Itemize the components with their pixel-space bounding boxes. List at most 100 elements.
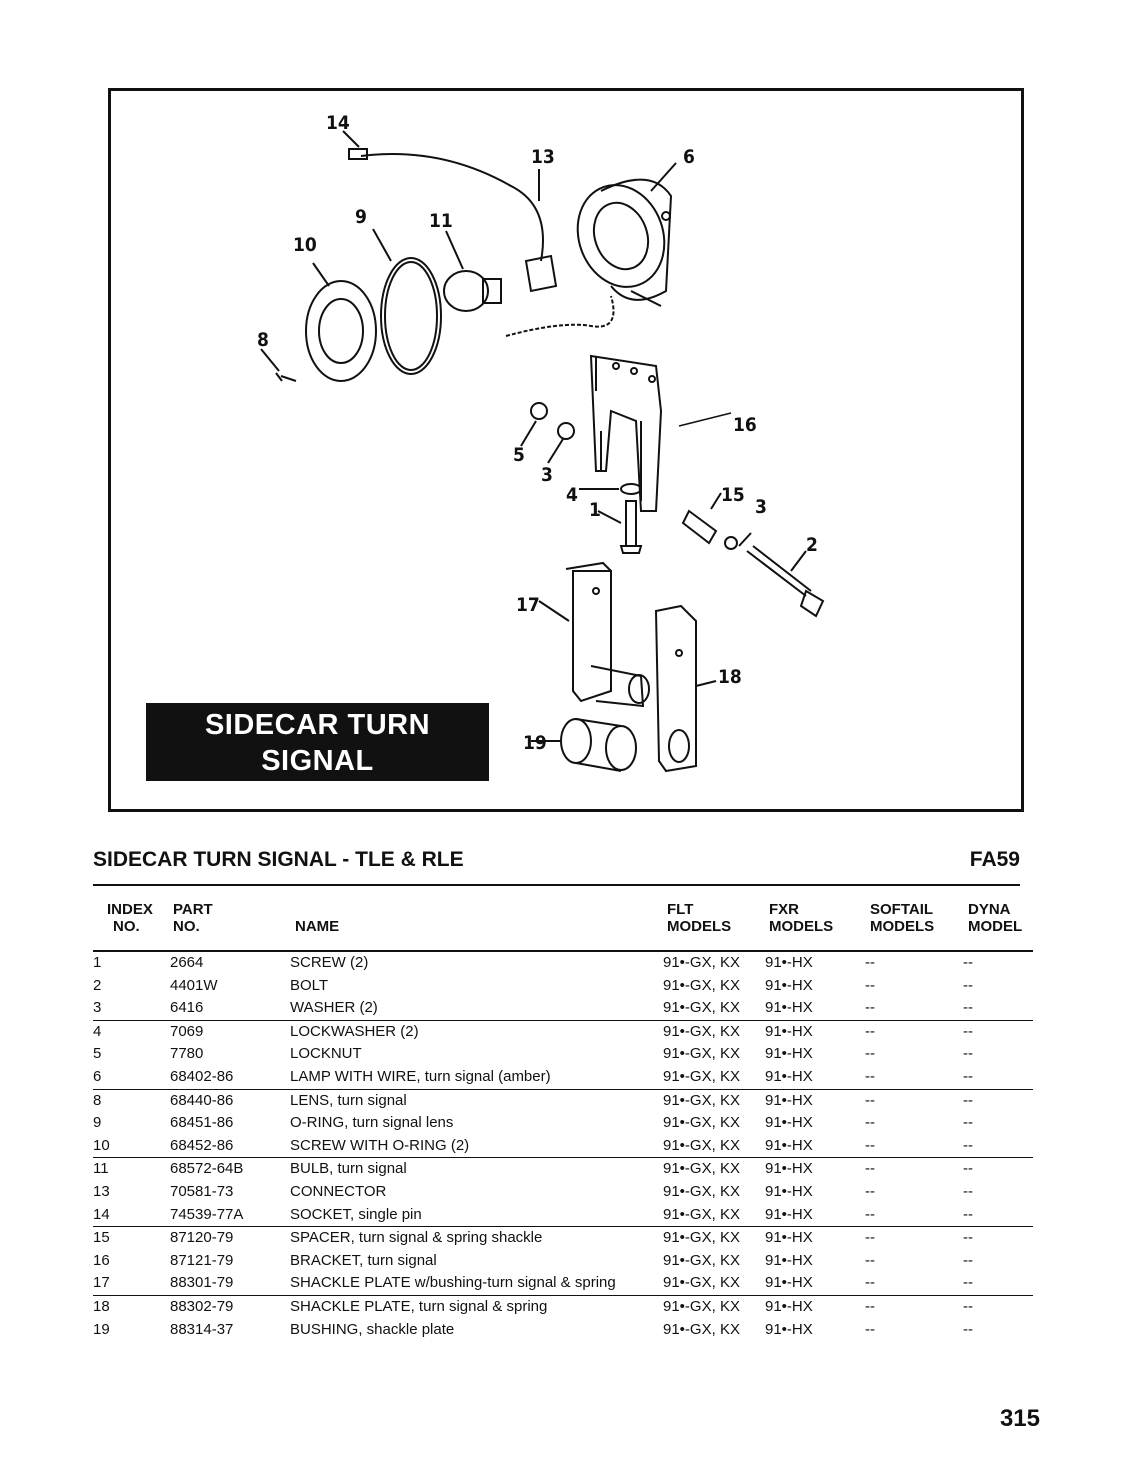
cell-fxr: 91•-HX: [765, 1067, 813, 1085]
section-title: SIDECAR TURN SIGNAL - TLE & RLE: [93, 848, 464, 871]
callout-8: 8: [257, 329, 269, 351]
cell-fxr: 91•-HX: [765, 1320, 813, 1338]
shackle-plate-17-drawing: [565, 561, 650, 708]
cell-name: O-RING, turn signal lens: [290, 1114, 454, 1132]
cell-name: LOCKWASHER (2): [290, 1022, 419, 1040]
exploded-diagram-frame: 14 13 6 9 11 10 8 16 5 3 4 15 3 1 2 17 1…: [108, 88, 1024, 812]
cell-part: 88314-37: [170, 1320, 234, 1338]
cell-flt: 91•-GX, KX: [663, 954, 740, 971]
cell-flt: 91•-GX, KX: [663, 1136, 740, 1154]
callout-19: 19: [523, 732, 547, 754]
cell-index: 5: [93, 1045, 102, 1063]
cell-softail: --: [865, 1274, 875, 1292]
cell-softail: --: [865, 1251, 875, 1269]
cell-name: SHACKLE PLATE, turn signal & spring: [290, 1297, 548, 1315]
cell-dyna: --: [963, 1114, 973, 1132]
callout-4: 4: [566, 484, 578, 506]
cell-dyna: --: [963, 1022, 973, 1040]
banner-title: SIDECAR TURN SIGNAL: [204, 709, 431, 777]
cell-index: 15: [93, 1229, 110, 1247]
cell-name: BUSHING, shackle plate: [290, 1320, 455, 1338]
cell-dyna: --: [963, 1205, 973, 1223]
cell-part: 7780: [170, 1045, 204, 1063]
cell-softail: --: [865, 1297, 875, 1315]
cell-fxr: 91•-HX: [765, 1205, 813, 1223]
bolt-drawing: [746, 545, 812, 597]
cell-fxr: 91•-HX: [765, 999, 813, 1017]
callout-14: 14: [326, 112, 350, 134]
cell-flt: 91•-GX, KX: [663, 1067, 740, 1085]
header-fxr-models: MODELS: [769, 918, 834, 935]
socket-drawing: [348, 148, 368, 160]
cell-flt: 91•-GX, KX: [663, 1297, 740, 1315]
cell-index: 10: [93, 1136, 110, 1154]
cell-name: SCREW WITH O-RING (2): [290, 1136, 470, 1154]
cell-dyna: --: [963, 1160, 973, 1178]
callout-17: 17: [516, 594, 540, 616]
cell-fxr: 91•-HX: [765, 1229, 813, 1247]
cell-part: 2664: [170, 954, 204, 971]
header-name: NAME: [295, 918, 340, 935]
cell-fxr: 91•-HX: [765, 954, 813, 971]
cell-part: 74539-77A: [170, 1205, 244, 1223]
cell-fxr: 91•-HX: [765, 1297, 813, 1315]
cell-softail: --: [865, 1182, 875, 1200]
cell-flt: 91•-GX, KX: [663, 1229, 740, 1247]
cell-index: 1: [93, 954, 102, 971]
cell-flt: 91•-GX, KX: [663, 1022, 740, 1040]
cell-index: 6: [93, 1067, 102, 1085]
callout-5: 5: [513, 444, 525, 466]
callout-16: 16: [733, 414, 757, 436]
cell-part: 88301-79: [170, 1274, 234, 1292]
header-dyna-model: MODEL: [968, 918, 1023, 935]
cell-part: 7069: [170, 1022, 204, 1040]
cell-index: 9: [93, 1114, 102, 1132]
cell-name: SOCKET, single pin: [290, 1205, 422, 1223]
cell-fxr: 91•-HX: [765, 1160, 813, 1178]
cell-name: LAMP WITH WIRE, turn signal (amber): [290, 1067, 551, 1085]
header-softail-models: MODELS: [870, 918, 935, 935]
lamp-housing-drawing: [576, 178, 673, 307]
callout-1: 1: [589, 499, 601, 521]
cell-dyna: --: [963, 1182, 973, 1200]
shackle-plate-18-drawing: [654, 604, 697, 773]
cell-softail: --: [865, 1229, 875, 1247]
cell-part: 68452-86: [170, 1136, 234, 1154]
o-ring-drawing: [380, 257, 442, 375]
cell-flt: 91•-GX, KX: [663, 1205, 740, 1223]
cell-name: SCREW (2): [290, 954, 369, 971]
cell-flt: 91•-GX, KX: [663, 1114, 740, 1132]
callout-6: 6: [683, 146, 695, 168]
title-divider: [93, 884, 1020, 886]
cell-softail: --: [865, 1091, 875, 1109]
cell-flt: 91•-GX, KX: [663, 1045, 740, 1063]
cell-flt: 91•-GX, KX: [663, 1091, 740, 1109]
cell-name: LOCKNUT: [290, 1045, 362, 1063]
cell-part: 88302-79: [170, 1297, 234, 1315]
cell-softail: --: [865, 1022, 875, 1040]
cell-fxr: 91•-HX: [765, 976, 813, 994]
cell-part: 68572-64B: [170, 1160, 244, 1178]
callout-3b: 3: [755, 496, 767, 518]
cell-fxr: 91•-HX: [765, 1136, 813, 1154]
lockwasher-drawing: [620, 483, 642, 495]
callout-11: 11: [429, 210, 453, 232]
bushing-drawing: [560, 718, 637, 772]
cell-fxr: 91•-HX: [765, 1274, 813, 1292]
cell-flt: 91•-GX, KX: [663, 976, 740, 994]
callout-9: 9: [355, 206, 367, 228]
header-index: INDEX: [107, 901, 153, 918]
cell-part: 87121-79: [170, 1251, 234, 1269]
table-row: 10 68452-86 SCREW WITH O-RING (2) 91•-GX, K…: [93, 1135, 1033, 1159]
cell-fxr: 91•-HX: [765, 1022, 813, 1040]
cell-fxr: 91•-HX: [765, 1045, 813, 1063]
parts-table: INDEX NO. PART NO. NAME FLT MODELS FXR M…: [93, 898, 1033, 1341]
cell-part: 68402-86: [170, 1067, 234, 1085]
lens-screw-drawing: [275, 372, 297, 382]
washer-drawing: [557, 422, 575, 440]
